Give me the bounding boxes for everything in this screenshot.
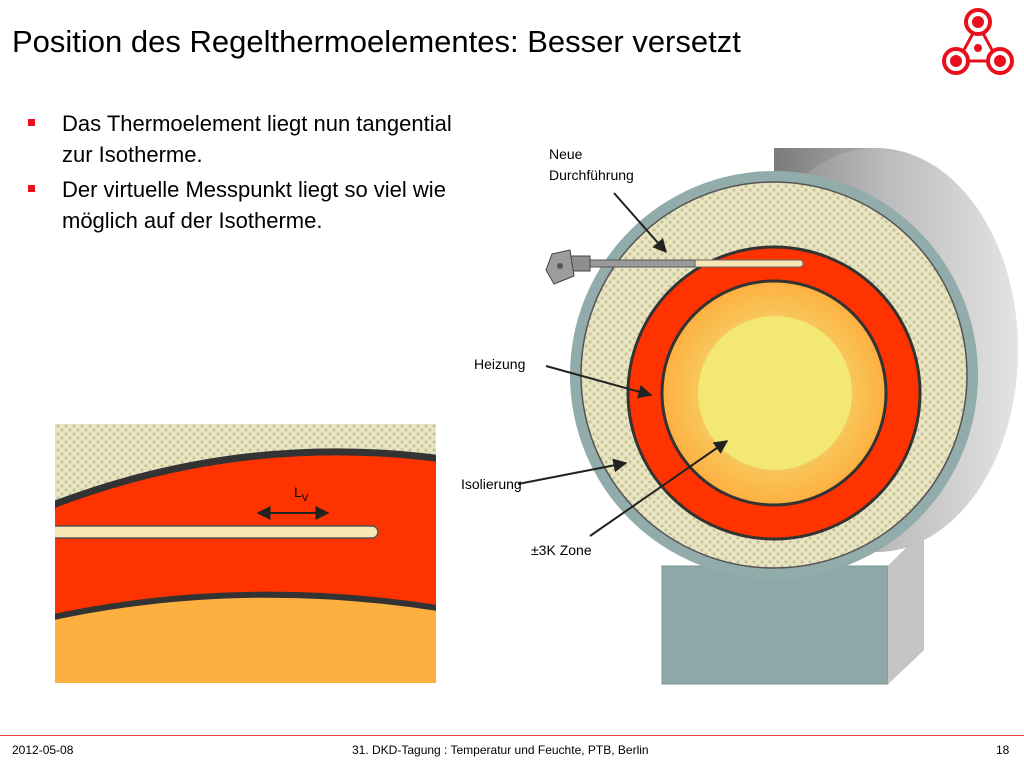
- bullet-item: Das Thermoelement liegt nun tangential z…: [28, 108, 478, 170]
- bullet-text: Das Thermoelement liegt nun tangential z…: [62, 111, 452, 167]
- bullet-square-icon: [28, 185, 35, 192]
- zone-arrow: [589, 440, 729, 537]
- footer-event: 31. DKD-Tagung : Temperatur und Feuchte,…: [352, 743, 649, 757]
- label-isolierung: Isolierung: [461, 476, 522, 492]
- heating-arrow: [545, 365, 653, 399]
- bullet-square-icon: [28, 119, 35, 126]
- label-heizung: Heizung: [474, 356, 526, 372]
- label-lv-sub: V: [301, 492, 309, 504]
- feedthrough-arrow: [613, 192, 667, 254]
- label-lv: LV: [294, 484, 308, 504]
- detail-zoom: [55, 424, 436, 683]
- label-neue: Neue: [549, 146, 583, 162]
- slide-title: Position des Regelthermoelementes: Besse…: [12, 24, 741, 59]
- bullet-list: Das Thermoelement liegt nun tangential z…: [28, 108, 478, 240]
- label-zone: ±3K Zone: [531, 542, 592, 558]
- ptb-logo: [942, 8, 1014, 75]
- bullet-text: Der virtuelle Messpunkt liegt so viel wi…: [62, 177, 446, 233]
- label-durchfuehrung: Durchführung: [549, 167, 634, 183]
- footer-divider: [0, 735, 1024, 736]
- label-lv-main: L: [294, 484, 302, 500]
- thermocouple: [545, 249, 804, 285]
- bullet-item: Der virtuelle Messpunkt liegt so viel wi…: [28, 174, 478, 236]
- isothermal-core: [698, 316, 852, 470]
- footer-page: 18: [996, 743, 1010, 757]
- insulation-arrow: [517, 458, 628, 485]
- footer-date: 2012-05-08: [12, 743, 74, 757]
